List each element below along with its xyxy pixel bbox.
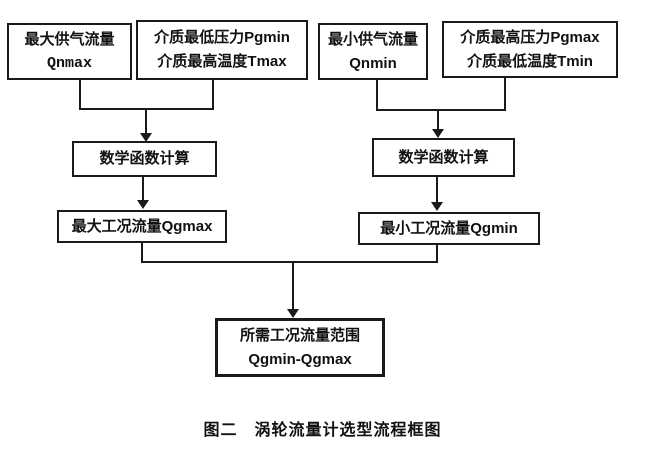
- node-math-function-calc-right: 数学函数计算: [372, 138, 515, 177]
- node-label: 所需工况流量范围: [239, 326, 360, 344]
- arrowhead-down-icon: [287, 309, 299, 318]
- node-min-supply-flow: 最小供气流量 Qnmin: [318, 23, 428, 80]
- node-required-flow-range: 所需工况流量范围 Qgmin-Qgmax: [215, 318, 385, 377]
- node-math-function-calc-left: 数学函数计算: [72, 141, 217, 177]
- node-label: 数学函数计算: [398, 148, 489, 166]
- node-label: 数学函数计算: [99, 150, 190, 167]
- figure-caption: 图二 涡轮流量计选型流程框图: [203, 422, 442, 439]
- node-medium-min-pressure-max-temp: 介质最低压力Pgmin 介质最高温度Tmax: [136, 20, 308, 80]
- arrowhead-down-icon: [140, 133, 152, 142]
- node-label: 最大供气流量: [24, 30, 115, 48]
- node-label: 最大工况流量Qgmax: [71, 217, 213, 235]
- node-symbol: Qnmin: [349, 54, 397, 72]
- node-symbol: Qnmax: [46, 54, 92, 72]
- node-label: 最小工况流量Qgmin: [380, 219, 518, 237]
- arrowhead-down-icon: [137, 200, 149, 209]
- node-label: 最小供气流量: [327, 30, 418, 48]
- node-label: 介质最低压力Pgmin: [154, 29, 290, 46]
- node-min-working-flow: 最小工况流量Qgmin: [358, 212, 540, 245]
- node-medium-max-pressure-min-temp: 介质最高压力Pgmax 介质最低温度Tmin: [442, 21, 618, 78]
- node-symbol: Qgmin-Qgmax: [248, 350, 352, 368]
- node-label: 介质最高压力Pgmax: [460, 28, 600, 46]
- node-max-working-flow: 最大工况流量Qgmax: [57, 210, 227, 243]
- node-label: 介质最低温度Tmin: [467, 52, 593, 70]
- node-max-supply-flow: 最大供气流量 Qnmax: [7, 23, 132, 80]
- arrowhead-down-icon: [431, 202, 443, 211]
- arrowhead-down-icon: [432, 129, 444, 138]
- node-label: 介质最高温度Tmax: [157, 53, 287, 70]
